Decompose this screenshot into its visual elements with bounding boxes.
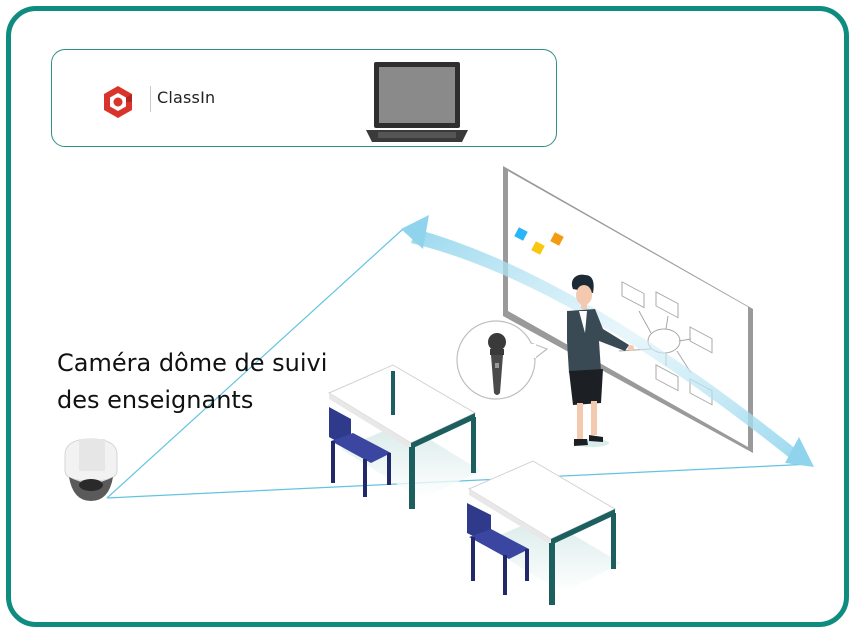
- sticky-notes: [514, 227, 564, 255]
- camera-label-line1: Caméra dôme de suivi: [57, 349, 328, 377]
- diagram-frame: ClassIn Caméra dôme de suivi des enseign…: [6, 6, 849, 627]
- whiteboard: [503, 166, 753, 453]
- camera-label-line2: des enseignants: [57, 386, 254, 414]
- app-banner: ClassIn: [51, 49, 557, 147]
- desk-1: [327, 364, 481, 509]
- laptop-icon: [366, 62, 468, 142]
- chair-2: [467, 503, 529, 595]
- dome-camera-icon: [64, 438, 118, 501]
- tracking-arc: [401, 215, 814, 467]
- camera-label: Caméra dôme de suivi des enseignants: [57, 345, 327, 419]
- microphone-icon: [456, 320, 549, 400]
- app-name: ClassIn: [157, 88, 216, 107]
- classin-logo-icon: [104, 86, 132, 118]
- chair-1: [329, 407, 391, 497]
- logo-separator: [150, 86, 151, 112]
- desk-2: [467, 460, 621, 605]
- classroom-scene: [64, 166, 814, 605]
- teacher-figure: [567, 274, 634, 447]
